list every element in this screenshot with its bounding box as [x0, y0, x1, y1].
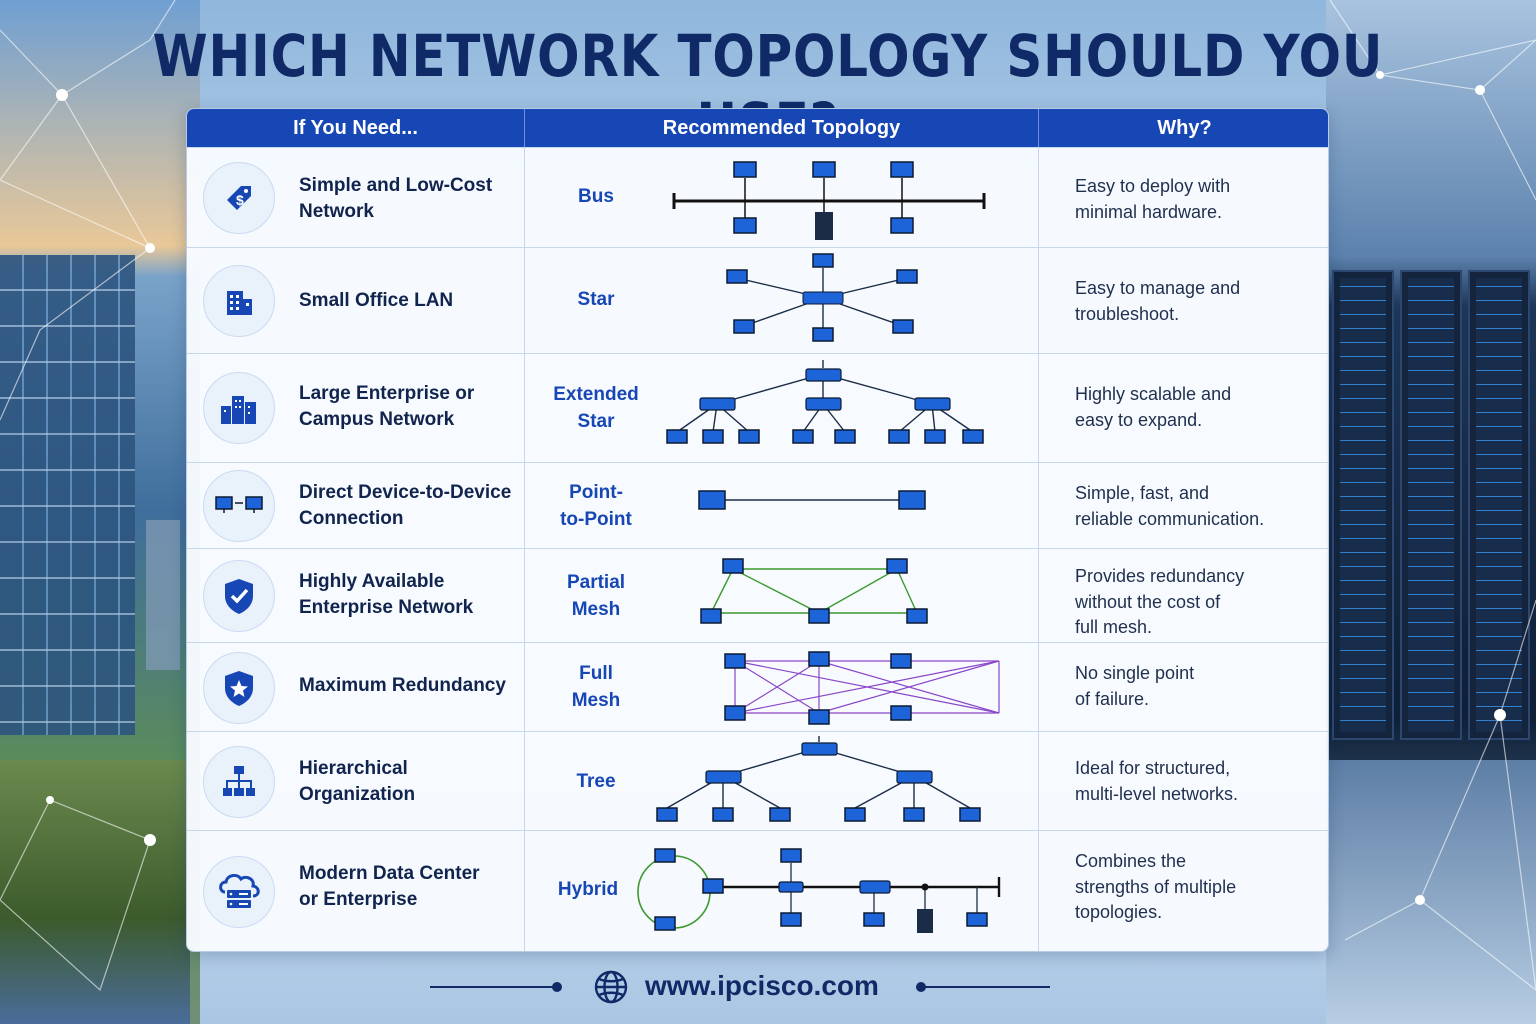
server-rack-image [1400, 270, 1462, 740]
point-to-point-diagram [698, 490, 926, 510]
footer-dot [916, 982, 926, 992]
extended-star-diagram [666, 360, 984, 444]
tree-diagram [656, 736, 981, 822]
office-building-icon [203, 265, 275, 337]
price-tag-icon: $ [203, 162, 275, 234]
globe-icon [594, 970, 628, 1004]
header-need: If You Need... [293, 117, 418, 139]
shield-star-icon [203, 652, 275, 724]
two-monitors-link-icon [203, 470, 275, 542]
why-text: Ideal for structured,multi-level network… [1075, 758, 1239, 804]
column-divider [1038, 147, 1039, 951]
hybrid-diagram [637, 848, 1001, 933]
server-rack-image [1332, 270, 1394, 740]
topology-name: Star [577, 289, 615, 310]
city-buildings-icon [203, 372, 275, 444]
need-label: Maximum Redundancy [299, 675, 506, 696]
topology-name: Bus [578, 186, 614, 207]
website-link[interactable]: www.ipcisco.com [645, 970, 879, 1001]
topology-name: Tree [576, 771, 616, 792]
hierarchy-icon [203, 746, 275, 818]
header-topology: Recommended Topology [524, 109, 1038, 147]
footer-dot [552, 982, 562, 992]
footer: www.ipcisco.com [0, 962, 1536, 1012]
cloud-server-icon [203, 856, 275, 928]
datacenter-floor-image [1326, 760, 1536, 1024]
topology-name: Point-to-Point [560, 482, 632, 530]
lawn-image [0, 760, 190, 1024]
partial-mesh-diagram [700, 558, 928, 624]
bus-diagram [672, 161, 986, 240]
background-right-datacenter [1326, 0, 1536, 1024]
svg-text:$: $ [236, 192, 244, 208]
full-mesh-diagram [724, 651, 1000, 725]
table-row: Small Office LAN Star Easy to manage and… [187, 247, 1328, 353]
topology-table: If You Need... Recommended Topology Why?… [186, 108, 1329, 952]
table-header: If You Need... Recommended Topology Why? [187, 109, 1328, 147]
office-building-image [0, 255, 135, 735]
shield-check-icon [203, 560, 275, 632]
topology-name: Hybrid [557, 879, 619, 900]
need-label: Small Office LAN [299, 290, 454, 311]
header-why: Why? [1038, 109, 1328, 147]
footer-divider [922, 986, 1050, 988]
distant-tower-image [146, 520, 180, 670]
column-divider [524, 147, 525, 951]
footer-divider [430, 986, 558, 988]
star-diagram [726, 253, 918, 342]
background-left-campus [0, 0, 200, 1024]
server-rack-image [1468, 270, 1530, 740]
